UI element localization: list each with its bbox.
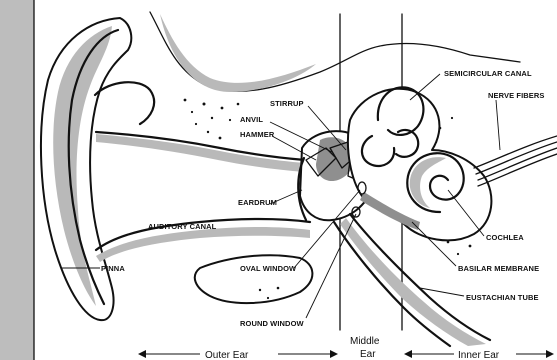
label-eustachian-tube: EUSTACHIAN TUBE [466, 293, 539, 302]
canal-upper-shade [96, 134, 305, 172]
concha-outline [95, 82, 154, 124]
label-round-window: ROUND WINDOW [240, 319, 305, 328]
lower-tissue [195, 255, 313, 303]
label-basilar-membrane: BASILAR MEMBRANE [458, 264, 539, 273]
skull-shade [160, 14, 316, 92]
label-pinna: PINNA [101, 264, 125, 273]
region-inner-ear: Inner Ear [458, 350, 500, 360]
head-side-shade [0, 0, 34, 360]
label-semicircular-canal: SEMICIRCULAR CANAL [444, 69, 532, 78]
label-nerve-fibers: NERVE FIBERS [488, 91, 545, 100]
label-eardrum: EARDRUM [238, 198, 277, 207]
region-middle-ear-line1: Middle [350, 336, 380, 347]
inner-ear-marker: Inner Ear [404, 350, 554, 360]
region-outer-ear: Outer Ear [205, 350, 249, 360]
label-anvil: ANVIL [240, 115, 263, 124]
label-stirrup: STIRRUP [270, 99, 304, 108]
label-cochlea: COCHLEA [486, 233, 524, 242]
outer-ear-marker: Outer Ear [138, 350, 338, 360]
label-auditory-canal: AUDITORY CANAL [148, 222, 217, 231]
region-middle-ear-line2: Ear [360, 349, 376, 360]
label-oval-window: OVAL WINDOW [240, 264, 297, 273]
label-hammer: HAMMER [240, 130, 275, 139]
